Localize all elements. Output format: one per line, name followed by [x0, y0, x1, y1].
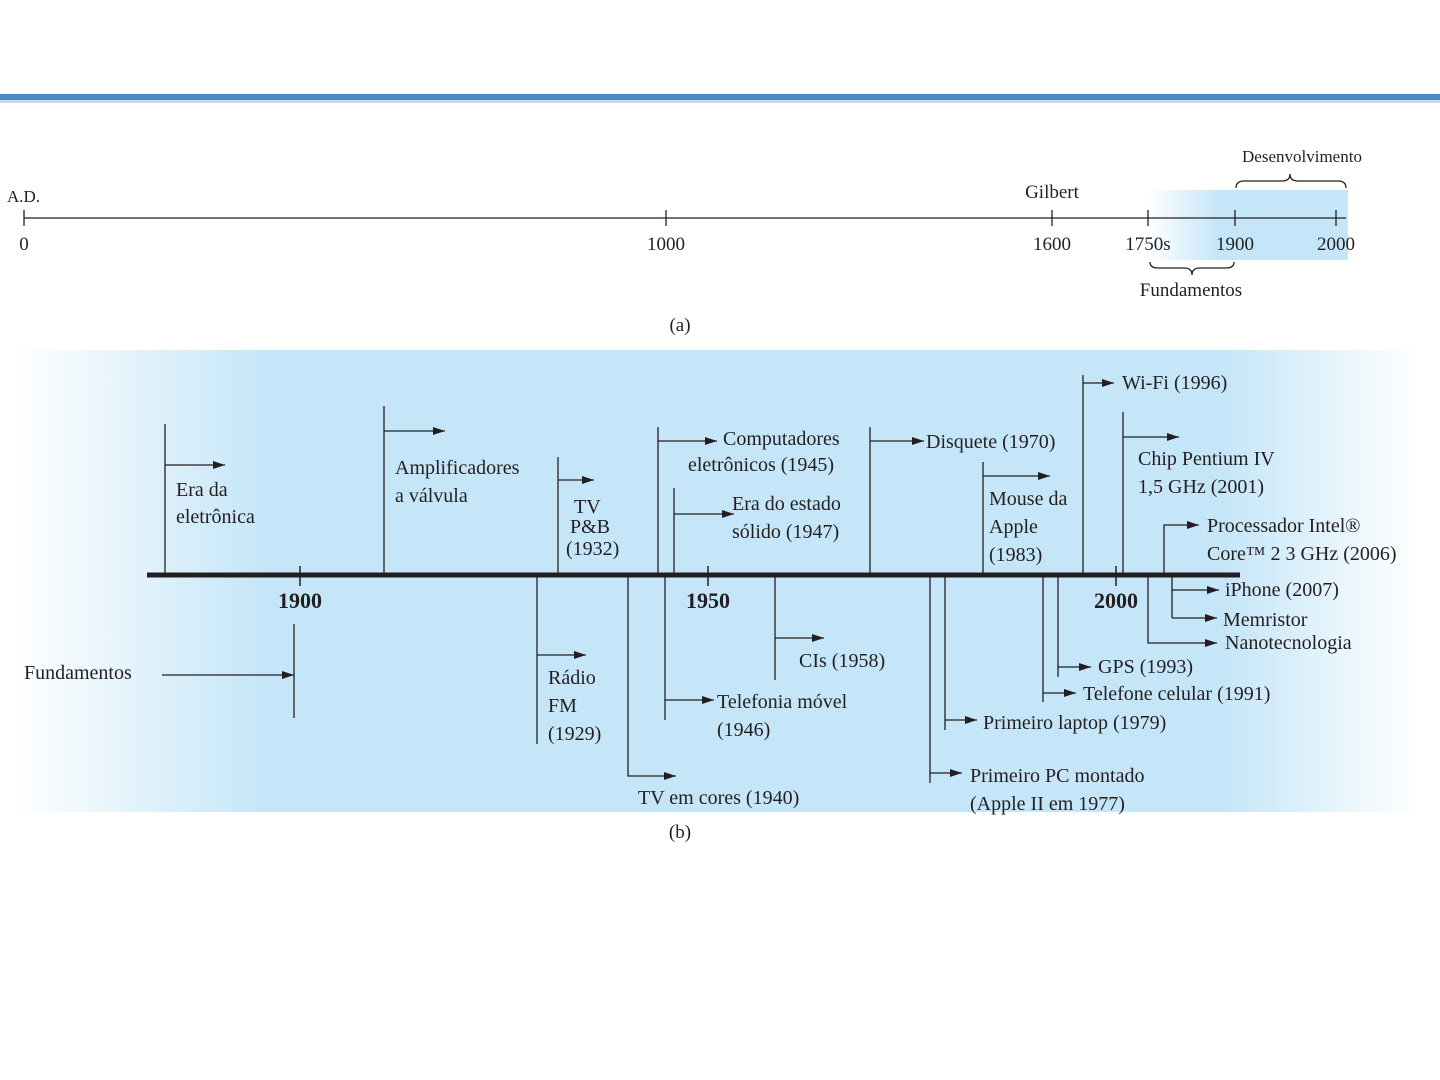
fm-radio-line2: FM [548, 695, 577, 717]
bw-tv-line1: TV [574, 496, 601, 518]
pc-line1: Primeiro PC montado [970, 765, 1144, 787]
intel-line1: Processador Intel® [1207, 515, 1361, 537]
foundations-brace [1149, 261, 1235, 276]
pc-line2: (Apple II em 1977) [970, 793, 1125, 815]
bw-tv-line2: P&B [570, 516, 610, 538]
intel-line2: Core™ 2 3 GHz (2006) [1207, 543, 1397, 565]
nano-label: Nanotecnologia [1225, 632, 1352, 654]
era-label: A.D. [7, 187, 40, 206]
bw-tv-line3: (1932) [566, 538, 619, 560]
vacuum-amps-line1: Amplificadores [395, 457, 520, 479]
tick-label-0: 0 [19, 234, 29, 255]
iphone-label: iPhone (2007) [1225, 579, 1339, 601]
computers-line2: eletrônicos (1945) [688, 454, 834, 476]
nano-connector [1147, 575, 1217, 647]
ics-label: CIs (1958) [799, 650, 885, 672]
solid-state-line1: Era do estado [732, 493, 841, 515]
electronics-era-line2: eletrônica [176, 506, 255, 528]
mouse-line2: Apple [989, 516, 1038, 538]
pentium-line2: 1,5 GHz (2001) [1138, 476, 1264, 498]
gps-label: GPS (1993) [1098, 656, 1193, 678]
tick-label-1000: 1000 [647, 234, 685, 255]
mobile-line1: Telefonia móvel [717, 691, 848, 713]
mouse-line3: (1983) [989, 544, 1042, 566]
modern-era-band [1148, 190, 1348, 260]
fm-radio-line3: (1929) [548, 723, 601, 745]
tick-label-1600: 1600 [1033, 234, 1071, 255]
laptop-label: Primeiro laptop (1979) [983, 712, 1166, 734]
memristor-label: Memristor [1223, 609, 1308, 631]
tick-label-1900: 1900 [1216, 234, 1254, 255]
wifi-label: Wi-Fi (1996) [1122, 372, 1227, 394]
fm-radio-line1: Rádio [548, 667, 596, 689]
color-tv-label: TV em cores (1940) [638, 787, 799, 809]
slide-header-bar [0, 94, 1440, 100]
year-2000: 2000 [1094, 588, 1138, 613]
development-brace [1235, 173, 1347, 189]
caption-a: (a) [669, 315, 690, 336]
foundations-label-b: Fundamentos [24, 662, 132, 684]
vacuum-amps-line2: a válvula [395, 485, 468, 507]
pentium-line1: Chip Pentium IV [1138, 448, 1275, 470]
caption-b: (b) [669, 822, 691, 843]
tick-label-2000: 2000 [1317, 234, 1355, 255]
tick-label-1750s: 1750s [1125, 234, 1170, 255]
cell-label: Telefone celular (1991) [1083, 683, 1270, 705]
timeline-b-background [12, 350, 1420, 812]
timeline-a: A.D. 0 1000 1600 1750s 1900 2000 Gilbert… [7, 147, 1362, 336]
slide-header-shadow [0, 100, 1440, 103]
gilbert-label: Gilbert [1025, 182, 1080, 203]
mouse-line1: Mouse da [989, 488, 1067, 510]
floppy-label: Disquete (1970) [926, 431, 1055, 453]
timeline-b: 1900 1950 2000 [12, 350, 1420, 843]
solid-state-line2: sólido (1947) [732, 521, 839, 543]
year-1900: 1900 [278, 588, 322, 613]
color-tv-connector [627, 575, 676, 780]
foundations-label-a: Fundamentos [1140, 280, 1242, 301]
development-label: Desenvolvimento [1242, 147, 1362, 166]
intel-connector [1163, 521, 1199, 575]
year-1950: 1950 [686, 588, 730, 613]
computers-line1: Computadores [723, 428, 840, 450]
electronics-era-line1: Era da [176, 479, 228, 501]
mobile-line2: (1946) [717, 719, 770, 741]
